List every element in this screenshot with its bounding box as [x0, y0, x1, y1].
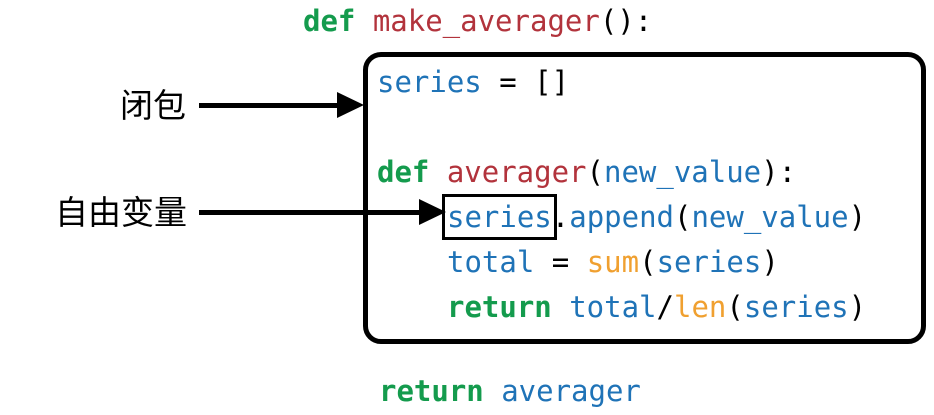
keyword-return: return	[447, 290, 570, 324]
keyword-def: def	[303, 4, 373, 38]
code-line-blank	[377, 105, 921, 150]
paren-close: )	[761, 245, 779, 279]
free-variable-arrow-head-icon	[419, 199, 446, 225]
paren-close-colon: ):	[761, 155, 797, 189]
equals-operator: =	[534, 245, 587, 279]
paren-open: (	[726, 290, 744, 324]
function-name-make-averager: make_averager	[372, 4, 600, 38]
code-line-return-average: return total/len(series)	[377, 285, 921, 330]
closure-label: 闭包	[120, 86, 186, 125]
dot-operator: .	[551, 200, 570, 234]
variable-series: series	[377, 65, 482, 99]
param-new-value: new_value	[604, 155, 762, 189]
builtin-len: len	[674, 290, 727, 324]
code-footer-line: return averager	[379, 374, 641, 408]
return-value-averager: averager	[501, 374, 641, 408]
keyword-def: def	[377, 155, 447, 189]
paren-open: (	[674, 200, 692, 234]
variable-total: total	[569, 290, 657, 324]
method-append: append	[569, 200, 674, 234]
closure-arrow-head-icon	[337, 92, 364, 118]
header-punctuation: ():	[599, 4, 653, 38]
variable-total: total	[447, 245, 535, 279]
code-header-line: def make_averager():	[303, 4, 652, 38]
free-variable-series-boxed: series	[442, 194, 557, 240]
arg-series: series	[743, 290, 849, 324]
code-line-total-sum: total = sum(series)	[377, 240, 921, 285]
code-line-series-append: series.append(new_value)	[377, 194, 921, 240]
code-line-series-init: series = []	[377, 60, 921, 105]
paren-close: )	[848, 290, 867, 324]
closure-arrow-line	[199, 103, 339, 108]
paren-close: )	[848, 200, 867, 234]
builtin-sum: sum	[586, 245, 640, 279]
closure-body-box: series = [] def averager(new_value): ser…	[363, 52, 926, 344]
free-variable-label: 自由变量	[55, 193, 187, 232]
arg-series: series	[656, 245, 762, 279]
function-name-averager: averager	[446, 155, 587, 189]
paren-open: (	[586, 155, 604, 189]
assignment-empty-list: = []	[481, 65, 570, 99]
free-variable-arrow-line	[199, 210, 421, 215]
arg-new-value: new_value	[691, 200, 849, 234]
paren-open: (	[639, 245, 657, 279]
slash-operator: /	[656, 290, 674, 324]
code-line-def-averager: def averager(new_value):	[377, 150, 921, 195]
keyword-return: return	[379, 374, 502, 408]
